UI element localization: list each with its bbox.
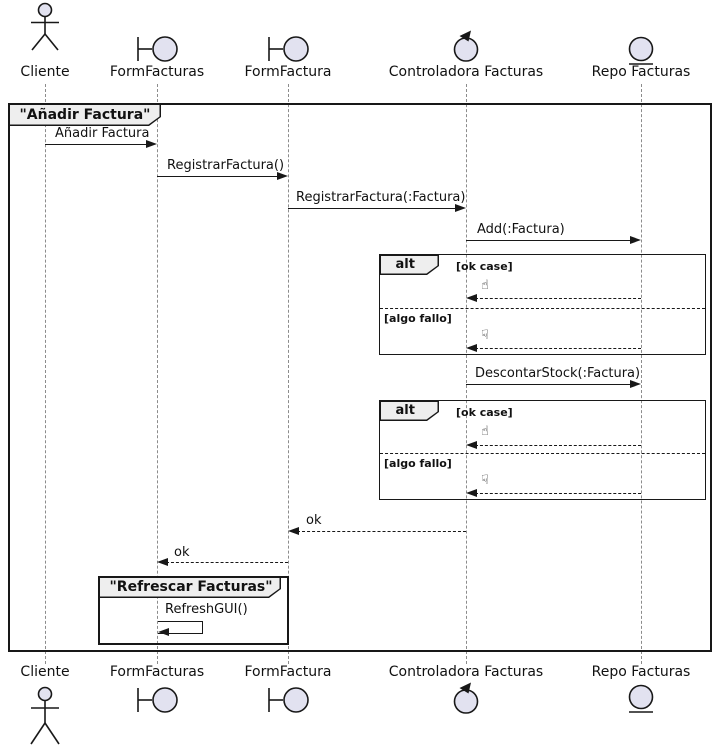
return-arrow (475, 348, 641, 349)
main-frame-title-text: "Añadir Factura" (10, 105, 160, 125)
lifeline-controladora (465, 84, 467, 664)
guard-label-fail: [algo fallo] (384, 457, 452, 470)
message-label: Add(:Factura) (477, 222, 565, 237)
participant-label-formfactura: FormFactura (244, 664, 332, 680)
lifeline-repo (640, 84, 642, 664)
boundary-icon (268, 687, 309, 713)
arrowhead-right-icon (277, 171, 288, 180)
boundary-icon (137, 36, 178, 62)
message-arrow (466, 240, 631, 241)
participant-label-controladora: Controladora Facturas (388, 664, 544, 680)
lifeline-formfactura (287, 84, 289, 664)
alt-divider (380, 453, 705, 454)
arrowhead-left-icon (157, 557, 168, 566)
arrowhead-left-icon (288, 526, 299, 535)
return-label: ok (306, 513, 322, 528)
alt-fragment-2: [ok case] [algo fallo] (379, 400, 706, 500)
arrowhead-left-icon (466, 488, 477, 497)
arrowhead-right-icon (146, 139, 157, 148)
lifeline-cliente (44, 84, 46, 664)
participant-label-repo: Repo Facturas (591, 64, 691, 80)
inner-frame-title-text: "Refrescar Facturas" (100, 578, 280, 597)
actor-icon (30, 686, 60, 745)
message-label: RefreshGUI() (165, 602, 248, 617)
boundary-icon (137, 687, 178, 713)
message-arrow (157, 176, 278, 177)
return-arrow (475, 493, 641, 494)
alt-operator-text: alt (381, 402, 438, 420)
lifeline-formfacturas (156, 84, 158, 664)
return-arrow (166, 562, 288, 563)
main-frame-title: "Añadir Factura" (8, 103, 161, 126)
inner-frame-title: "Refrescar Facturas" (98, 576, 281, 598)
arrowhead-right-icon (455, 203, 466, 212)
arrowhead-left-icon (158, 628, 169, 636)
boundary-icon (268, 36, 309, 62)
alt-fragment-1: [ok case] [algo fallo] (379, 254, 706, 355)
control-icon (453, 30, 479, 62)
thumbs-up-icon: ☝ (481, 424, 489, 439)
arrowhead-right-icon (630, 379, 641, 388)
message-label: Añadir Factura (55, 126, 150, 141)
thumbs-down-icon: ☟ (481, 328, 489, 343)
arrowhead-left-icon (466, 440, 477, 449)
participant-label-controladora: Controladora Facturas (388, 64, 544, 80)
alt-operator-label: alt (379, 400, 439, 421)
alt-divider (380, 308, 705, 309)
guard-label-fail: [algo fallo] (384, 312, 452, 325)
message-arrow (288, 208, 456, 209)
participant-label-cliente: Cliente (20, 664, 70, 680)
guard-label-ok: [ok case] (456, 406, 513, 419)
entity-icon (628, 36, 654, 65)
message-label: RegistrarFactura(:Factura) (296, 190, 466, 205)
participant-label-cliente: Cliente (20, 64, 70, 80)
thumbs-up-icon: ☝ (481, 278, 489, 293)
arrowhead-left-icon (466, 343, 477, 352)
participant-label-repo: Repo Facturas (591, 664, 691, 680)
message-label: DescontarStock(:Factura) (475, 366, 641, 381)
alt-operator-text: alt (381, 256, 438, 274)
participant-label-formfacturas: FormFacturas (109, 664, 205, 680)
control-icon (453, 682, 479, 714)
thumbs-down-icon: ☟ (481, 473, 489, 488)
message-label: RegistrarFactura() (167, 158, 285, 173)
return-arrow (475, 298, 641, 299)
participant-label-formfacturas: FormFacturas (109, 64, 205, 80)
main-frame (8, 103, 712, 652)
message-arrow (45, 144, 148, 145)
actor-icon (31, 2, 59, 51)
participant-label-formfactura: FormFactura (244, 64, 332, 80)
self-message-arrow (158, 621, 203, 634)
entity-icon (628, 684, 654, 713)
arrowhead-right-icon (630, 235, 641, 244)
arrowhead-left-icon (466, 293, 477, 302)
return-label: ok (174, 545, 190, 560)
alt-operator-label: alt (379, 254, 439, 275)
message-arrow (466, 384, 631, 385)
return-arrow (475, 445, 641, 446)
guard-label-ok: [ok case] (456, 260, 513, 273)
return-arrow (297, 531, 466, 532)
